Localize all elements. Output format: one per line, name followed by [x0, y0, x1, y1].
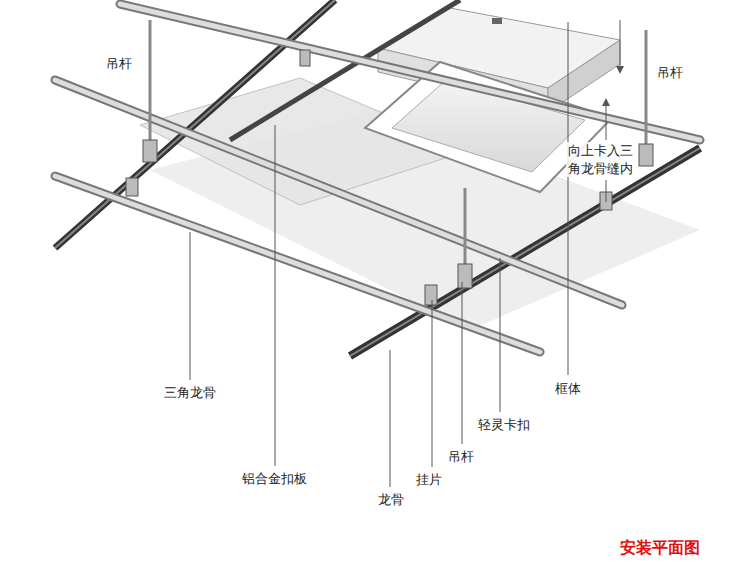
keel-label: 三角龙骨: [162, 384, 218, 402]
hanger-label: 挂片: [414, 471, 444, 489]
frame-label: 框体: [553, 380, 583, 398]
keel-label: 龙骨: [376, 491, 406, 509]
rod-label: 吊杆: [446, 448, 476, 466]
rod-label: 吊杆: [655, 64, 685, 82]
clip-label: 轻灵卡扣: [476, 416, 532, 434]
caption: 安装平面图: [620, 538, 700, 559]
note-label: 向上卡入三角龙骨缝内: [566, 142, 638, 177]
panel-label: 铝合金扣板: [240, 470, 309, 488]
rod-label: 吊杆: [104, 55, 134, 73]
